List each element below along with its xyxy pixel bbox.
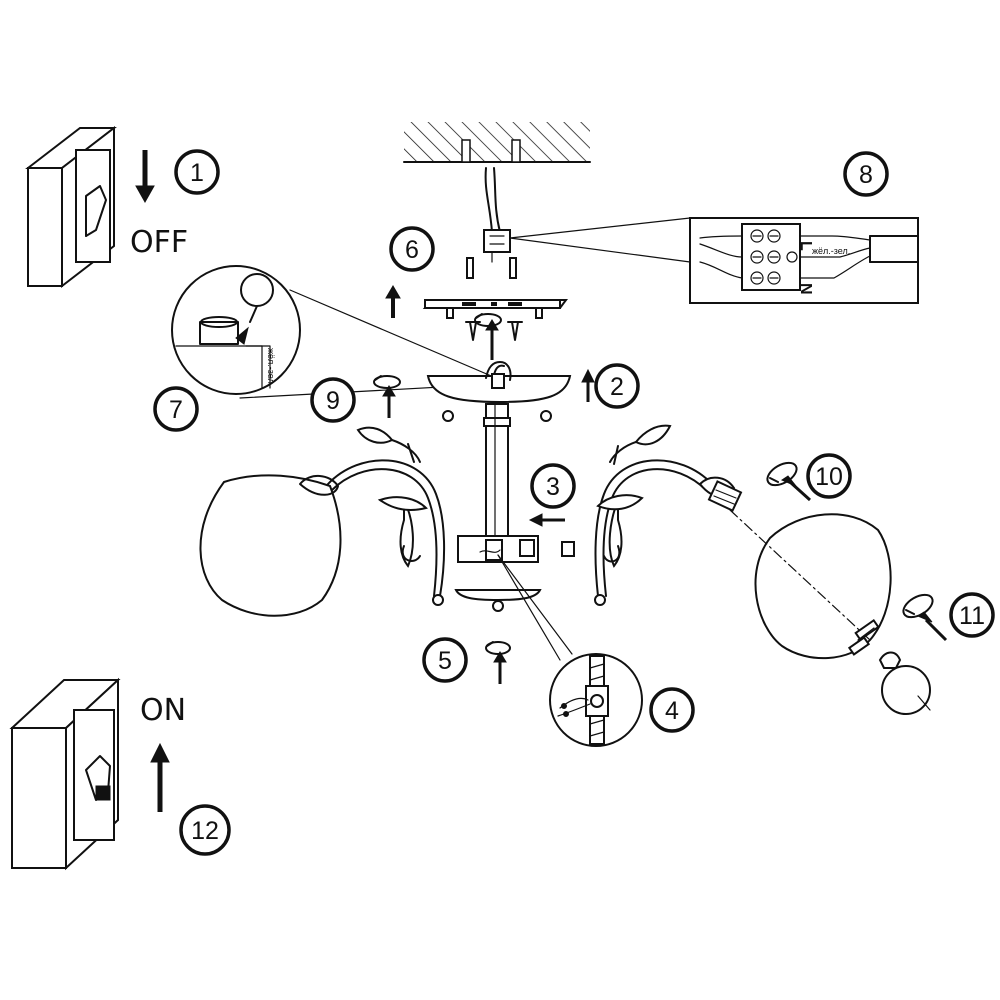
bulb	[878, 651, 931, 715]
step-3-badge: 3	[530, 463, 576, 509]
step-2-badge: 2	[594, 363, 640, 409]
step-6-badge: 6	[389, 226, 435, 272]
hub-body	[457, 535, 575, 563]
down-arrow-icon	[135, 150, 155, 204]
central-stem	[483, 403, 511, 539]
on-label: ON	[140, 693, 186, 728]
ground-inset	[171, 265, 497, 399]
switch-off	[25, 125, 117, 289]
terminal-l-label: L	[797, 241, 814, 251]
screws	[465, 321, 523, 341]
svg-text:8: 8	[859, 161, 873, 189]
svg-text:3: 3	[546, 473, 560, 501]
step-4-badge: 4	[649, 687, 695, 733]
svg-text:10: 10	[815, 463, 843, 491]
step-11-badge: 11	[949, 592, 995, 638]
ring-icon	[902, 593, 948, 642]
svg-text:7: 7	[169, 396, 183, 424]
svg-text:12: 12	[191, 817, 219, 845]
canopy	[426, 361, 572, 422]
step-10-badge: 10	[806, 453, 852, 499]
svg-text:4: 4	[665, 697, 679, 725]
right-arm	[594, 424, 713, 606]
up-arrow-icon	[385, 285, 401, 318]
ceiling-plugs	[466, 257, 517, 279]
right-socket	[698, 476, 743, 512]
rotate-ring-icon	[485, 641, 511, 684]
right-shade	[729, 509, 892, 660]
terminal-callout	[509, 217, 919, 304]
terminal-wires	[699, 235, 919, 279]
step-1-badge: 1	[174, 149, 220, 195]
bulb-ring	[847, 619, 880, 656]
ceiling-wires	[483, 167, 511, 263]
ring-icon	[766, 461, 812, 502]
svg-text:9: 9	[326, 387, 340, 415]
step-8-badge: 8	[843, 151, 889, 197]
wire-color-label: жёл.-зел.	[812, 246, 850, 256]
svg-text:5: 5	[438, 647, 452, 675]
terminal-n-label: N	[797, 283, 814, 295]
up-arrow-icon	[150, 742, 170, 812]
off-label: OFF	[130, 225, 188, 260]
step-9-badge: 9	[310, 377, 356, 423]
left-arm	[327, 426, 446, 606]
svg-text:2: 2	[610, 373, 624, 401]
step-7-badge: 7	[153, 386, 199, 432]
rotate-nut-icon	[474, 313, 502, 360]
terminal-block	[741, 223, 801, 291]
svg-text:11: 11	[959, 602, 985, 630]
ground-wire-label: жёл.-зел.	[266, 348, 276, 386]
rotate-ring-icon	[373, 375, 401, 418]
mounting-bar	[422, 299, 568, 319]
svg-text:1: 1	[190, 159, 204, 187]
step-5-badge: 5	[422, 637, 468, 683]
connector-inset	[497, 554, 643, 747]
ceiling	[403, 122, 591, 163]
bottom-cup	[454, 589, 542, 612]
svg-text:6: 6	[405, 236, 419, 264]
up-arrow-icon	[581, 368, 595, 402]
left-arrow-icon	[528, 513, 565, 527]
left-shade	[199, 474, 342, 617]
switch-on	[9, 677, 121, 871]
step-12-badge: 12	[179, 804, 231, 856]
